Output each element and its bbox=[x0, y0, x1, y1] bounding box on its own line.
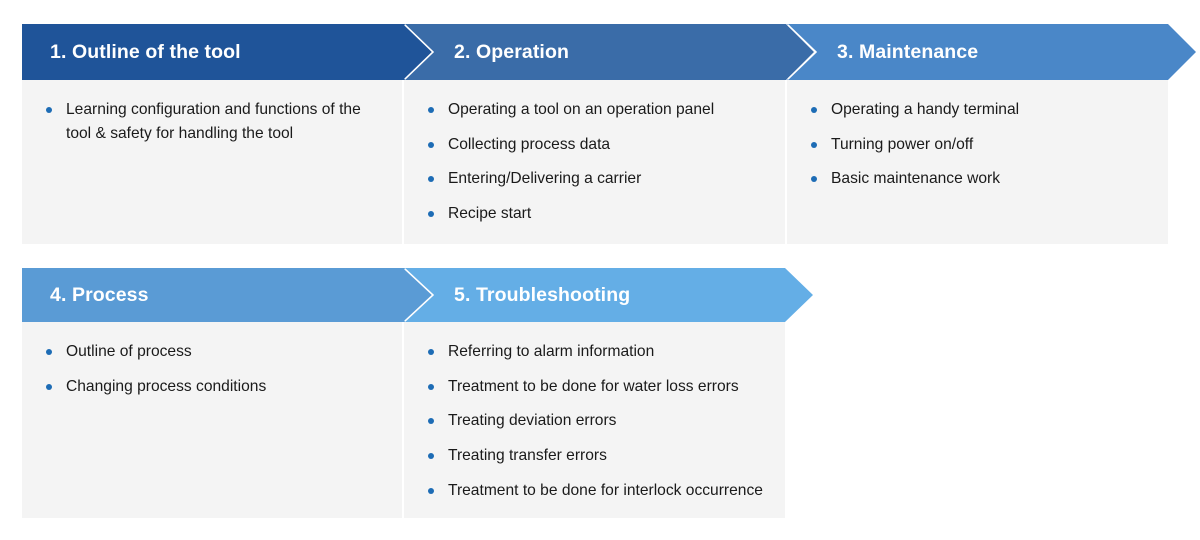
list-item: Recipe start bbox=[426, 202, 765, 226]
bullet-list-3: Operating a handy terminal Turning power… bbox=[809, 98, 1148, 191]
list-item: Outline of process bbox=[44, 340, 382, 364]
bullet-text: Treating deviation errors bbox=[448, 412, 617, 430]
bullet-text: Learning configuration and functions of … bbox=[66, 101, 361, 142]
step-panel-2: Operating a tool on an operation panel C… bbox=[404, 80, 785, 244]
step-panel-5: Referring to alarm information Treatment… bbox=[404, 322, 785, 518]
bullet-list-4: Outline of process Changing process cond… bbox=[44, 340, 382, 398]
step-header-1[interactable]: 1. Outline of the tool bbox=[22, 24, 432, 80]
list-item: Operating a tool on an operation panel bbox=[426, 98, 765, 122]
list-item: Changing process conditions bbox=[44, 375, 382, 399]
step-header-5-label: 5. Troubleshooting bbox=[454, 283, 631, 306]
step-header-2-label: 2. Operation bbox=[454, 40, 569, 63]
list-item: Operating a handy terminal bbox=[809, 98, 1148, 122]
list-item: Treatment to be done for interlock occur… bbox=[426, 479, 765, 503]
step-panel-3-inner: Operating a handy terminal Turning power… bbox=[787, 80, 1168, 207]
list-item: Basic maintenance work bbox=[809, 167, 1148, 191]
list-item: Referring to alarm information bbox=[426, 340, 765, 364]
list-item: Treatment to be done for water loss erro… bbox=[426, 375, 765, 399]
bullet-dot-icon bbox=[46, 107, 52, 113]
bullet-dot-icon bbox=[428, 107, 434, 113]
bullet-dot-icon bbox=[46, 383, 52, 390]
bullet-text: Collecting process data bbox=[448, 135, 611, 153]
bullet-dot-icon bbox=[428, 211, 434, 218]
bullet-dot-icon bbox=[46, 349, 52, 355]
bullet-dot-icon bbox=[811, 107, 817, 113]
bullet-text: Entering/Delivering a carrier bbox=[448, 170, 642, 188]
step-header-1-label: 1. Outline of the tool bbox=[50, 40, 241, 63]
step-header-2[interactable]: 2. Operation bbox=[404, 24, 814, 80]
step-panel-1: Learning configuration and functions of … bbox=[22, 80, 402, 244]
step-panel-3: Operating a handy terminal Turning power… bbox=[787, 80, 1168, 244]
bullet-text: Basic maintenance work bbox=[831, 170, 1001, 188]
bullet-dot-icon bbox=[428, 453, 434, 460]
list-item: Learning configuration and functions of … bbox=[44, 98, 382, 145]
bullet-text: Turning power on/off bbox=[831, 135, 974, 153]
bullet-dot-icon bbox=[428, 487, 434, 494]
step-header-4[interactable]: 4. Process bbox=[22, 268, 432, 322]
bullet-text: Operating a handy terminal bbox=[831, 101, 1020, 118]
bullet-dot-icon bbox=[428, 349, 434, 355]
bullet-list-5: Referring to alarm information Treatment… bbox=[426, 340, 765, 502]
list-item: Turning power on/off bbox=[809, 133, 1148, 157]
bullet-dot-icon bbox=[428, 383, 434, 390]
step-header-4-label: 4. Process bbox=[50, 283, 149, 306]
step-header-5[interactable]: 5. Troubleshooting bbox=[404, 268, 813, 322]
step-panel-4-inner: Outline of process Changing process cond… bbox=[22, 322, 402, 414]
step-panel-2-inner: Operating a tool on an operation panel C… bbox=[404, 80, 785, 242]
list-item: Treating transfer errors bbox=[426, 444, 765, 468]
step-panel-5-inner: Referring to alarm information Treatment… bbox=[404, 322, 785, 518]
list-item: Entering/Delivering a carrier bbox=[426, 167, 765, 191]
step-panel-4: Outline of process Changing process cond… bbox=[22, 322, 402, 518]
step-header-3[interactable]: 3. Maintenance bbox=[787, 24, 1196, 80]
bullet-dot-icon bbox=[811, 141, 817, 148]
step-panel-1-inner: Learning configuration and functions of … bbox=[22, 80, 402, 161]
bullet-text: Treatment to be done for interlock occur… bbox=[448, 481, 763, 499]
bullet-dot-icon bbox=[428, 418, 434, 425]
bullet-list-2: Operating a tool on an operation panel C… bbox=[426, 98, 765, 226]
bullet-text: Referring to alarm information bbox=[448, 343, 655, 360]
step-header-3-label: 3. Maintenance bbox=[837, 40, 979, 63]
list-item: Treating deviation errors bbox=[426, 409, 765, 433]
bullet-text: Recipe start bbox=[448, 205, 532, 223]
bullet-dot-icon bbox=[428, 176, 434, 183]
bullet-text: Treating transfer errors bbox=[448, 447, 607, 465]
bullet-text: Operating a tool on an operation panel bbox=[448, 101, 715, 118]
bullet-text: Treatment to be done for water loss erro… bbox=[448, 377, 739, 395]
bullet-dot-icon bbox=[428, 141, 434, 148]
bullet-dot-icon bbox=[811, 176, 817, 183]
bullet-text: Changing process conditions bbox=[66, 377, 267, 395]
bullet-list-1: Learning configuration and functions of … bbox=[44, 98, 382, 145]
bullet-text: Outline of process bbox=[66, 343, 192, 360]
list-item: Collecting process data bbox=[426, 133, 765, 157]
